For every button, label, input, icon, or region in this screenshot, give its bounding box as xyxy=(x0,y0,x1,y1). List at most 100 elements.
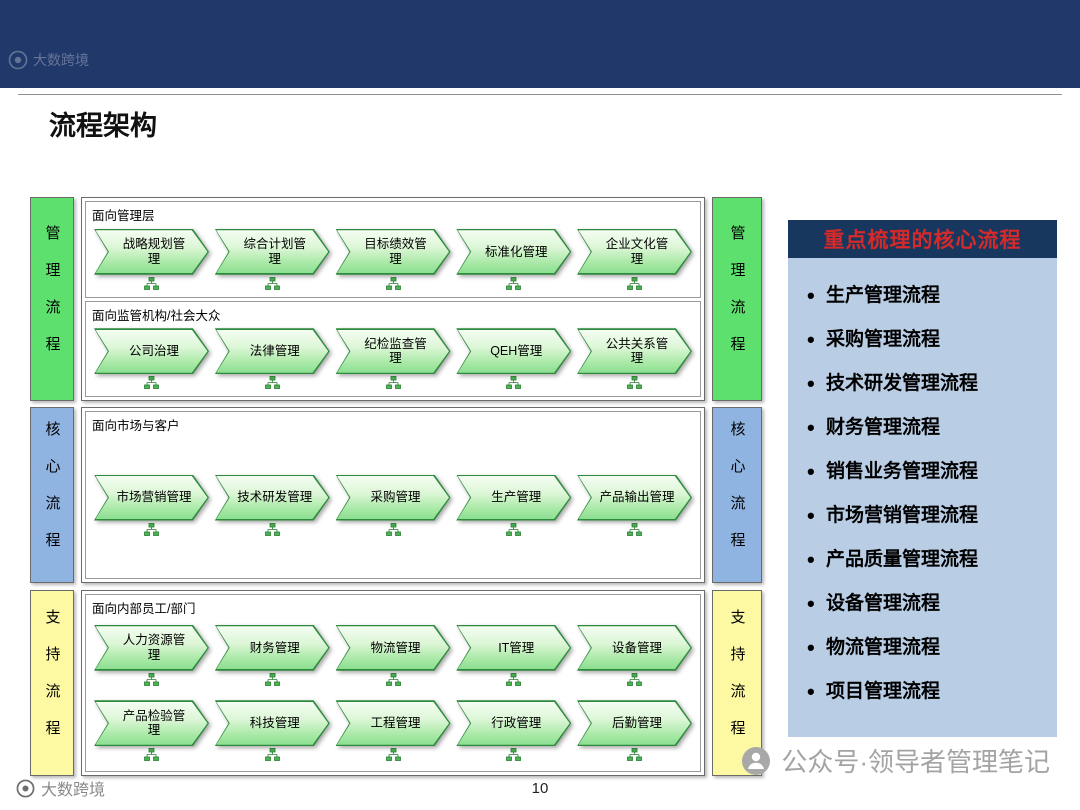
process-arrow-fill: 标准化管理 xyxy=(457,230,570,274)
public-account-icon xyxy=(742,746,771,775)
process-label: 综合计划管理 xyxy=(243,237,306,266)
process-arrow: 企业文化管理 xyxy=(577,228,692,275)
process-arrow: 产品输出管理 xyxy=(577,474,692,521)
top-banner: 大数跨境 xyxy=(0,0,1080,88)
org-chart-icon xyxy=(506,522,522,537)
process-arrow-fill: 产品输出管理 xyxy=(578,476,691,519)
process-label: 技术研发管理 xyxy=(237,490,313,505)
process-label: IT管理 xyxy=(498,640,535,655)
process-arrow-shape: 财务管理 xyxy=(214,624,330,671)
process-arrow-fill: QEH管理 xyxy=(457,329,570,373)
key-process-item: 市场营销管理流程 xyxy=(794,494,1057,538)
section: 面向管理层战略规划管理 综合计划管理目标绩效管理 标准化管理 企业文化管理 xyxy=(85,201,701,298)
process-label: 法律管理 xyxy=(249,344,300,359)
band-label-support-right: 支持流程 xyxy=(712,590,762,776)
process-arrow-shape: 目标绩效管理 xyxy=(335,228,451,275)
panel-title: 重点梳理的核心流程 xyxy=(788,220,1057,258)
process-row: 市场营销管理 技术研发管理 采购管理 生产管理产品输出管理 xyxy=(90,435,696,576)
process-label: 战略规划管理 xyxy=(122,237,186,266)
process-cell: 企业文化管理 xyxy=(577,228,692,291)
process-label: 人力资源管理 xyxy=(122,633,186,662)
process-cell: 采购管理 xyxy=(335,474,451,537)
key-process-item: 产品质量管理流程 xyxy=(794,538,1057,582)
process-arrow-shape: 纪检监查管理 xyxy=(335,328,451,375)
process-arrow: 公共关系管理 xyxy=(577,328,692,375)
process-arrow: 科技管理 xyxy=(214,700,330,747)
org-chart-icon xyxy=(264,672,280,687)
process-cell: 人力资源管理 xyxy=(94,624,209,687)
process-cell: 综合计划管理 xyxy=(214,228,330,291)
band-management: 管理流程面向管理层战略规划管理综合计划管理目标绩效管理标准化管理企业文化管理面向… xyxy=(30,197,762,401)
process-arrow: 产品检验管理 xyxy=(94,700,209,747)
process-arrow: 行政管理 xyxy=(456,700,572,747)
key-process-item: 物流管理流程 xyxy=(794,626,1057,670)
band-label: 支持流程 xyxy=(728,609,746,757)
process-arrow-fill: 后勤管理 xyxy=(578,701,691,745)
org-chart-icon xyxy=(385,276,401,291)
process-label: 公司治理 xyxy=(128,344,179,359)
process-arrow-fill: 企业文化管理 xyxy=(578,230,691,274)
process-row: 人力资源管理 财务管理物流管理 IT管理 设备管理 xyxy=(90,618,696,694)
process-arrow: QEH管理 xyxy=(456,328,572,375)
process-arrow-shape: 物流管理 xyxy=(335,624,451,671)
band-label-management-left: 管理流程 xyxy=(30,197,74,401)
process-arrow: 工程管理 xyxy=(335,700,451,747)
process-label: 设备管理 xyxy=(611,640,662,655)
process-arrow-shape: 企业文化管理 xyxy=(577,228,692,275)
process-arrow-shape: 行政管理 xyxy=(456,700,572,747)
page-number: 10 xyxy=(531,780,549,797)
process-arrow-shape: 产品检验管理 xyxy=(94,700,209,747)
process-arrow-fill: 行政管理 xyxy=(457,701,570,745)
band-label: 核心流程 xyxy=(728,421,746,569)
panel-body: 生产管理流程采购管理流程技术研发管理流程财务管理流程销售业务管理流程市场营销管理… xyxy=(788,258,1057,737)
band-label-management-right: 管理流程 xyxy=(712,197,762,401)
process-arrow: 技术研发管理 xyxy=(214,474,330,521)
process-arrow-fill: 财务管理 xyxy=(216,626,329,670)
band-content-management: 面向管理层战略规划管理 综合计划管理目标绩效管理 标准化管理 企业文化管理面向监管机构… xyxy=(81,197,705,401)
process-cell: 市场营销管理 xyxy=(94,474,209,537)
section-title: 面向监管机构/社会大众 xyxy=(92,308,221,323)
process-label: QEH管理 xyxy=(490,344,543,359)
process-arrow-shape: 法律管理 xyxy=(214,328,330,375)
process-label: 市场营销管理 xyxy=(116,490,192,505)
process-label: 公共关系管理 xyxy=(605,336,669,366)
org-chart-icon xyxy=(627,376,642,390)
process-label: 纪检监查管理 xyxy=(364,336,427,366)
process-arrow-fill: 综合计划管理 xyxy=(216,230,329,274)
org-chart-icon xyxy=(506,376,522,390)
section-title: 面向管理层 xyxy=(92,209,155,223)
band-label-core-left: 核心流程 xyxy=(30,407,74,583)
process-arrow-fill: IT管理 xyxy=(457,626,570,670)
process-arrow: 纪检监查管理 xyxy=(335,328,451,375)
process-arrow-shape: 设备管理 xyxy=(577,624,692,671)
process-arrow-shape: 技术研发管理 xyxy=(214,474,330,521)
divider-line xyxy=(18,94,1062,95)
org-chart-icon xyxy=(264,522,280,537)
process-arrow-shape: 标准化管理 xyxy=(456,228,572,275)
org-chart-icon xyxy=(144,672,159,687)
process-label: 标准化管理 xyxy=(484,244,548,259)
process-row: 公司治理 法律管理 纪检监查管理 QEH管理 公共关系管理 xyxy=(90,325,696,395)
process-label: 采购管理 xyxy=(370,490,421,505)
watermark-bottom-right-text: 公众号·领导者管理笔记 xyxy=(781,747,1050,777)
section-title: 面向市场与客户 xyxy=(92,419,180,433)
org-chart-icon xyxy=(385,748,401,762)
process-arrow-fill: 产品检验管理 xyxy=(95,701,208,745)
process-arrow-shape: 生产管理 xyxy=(456,474,572,521)
process-arrow-shape: 战略规划管理 xyxy=(94,228,209,275)
watermark-bottom-left: 大数跨境 xyxy=(16,776,105,800)
process-cell: 公司治理 xyxy=(94,328,209,390)
band-content-support: 面向内部员工/部门人力资源管理 财务管理物流管理 IT管理 设备管理产品检验管理科技管… xyxy=(81,590,705,776)
org-chart-icon xyxy=(627,748,642,762)
key-process-item: 销售业务管理流程 xyxy=(794,450,1057,494)
process-arrow-shape: 综合计划管理 xyxy=(214,228,330,275)
org-chart-icon xyxy=(264,276,280,291)
band-label-support-left: 支持流程 xyxy=(30,590,74,776)
process-arrow-shape: 产品输出管理 xyxy=(577,474,692,521)
org-chart-icon xyxy=(385,522,401,537)
process-arrow-fill: 公共关系管理 xyxy=(578,329,691,373)
process-cell: 工程管理 xyxy=(335,700,451,762)
org-chart-icon xyxy=(144,376,159,390)
process-arrow-fill: 采购管理 xyxy=(337,476,449,519)
section-title: 面向内部员工/部门 xyxy=(92,602,196,616)
